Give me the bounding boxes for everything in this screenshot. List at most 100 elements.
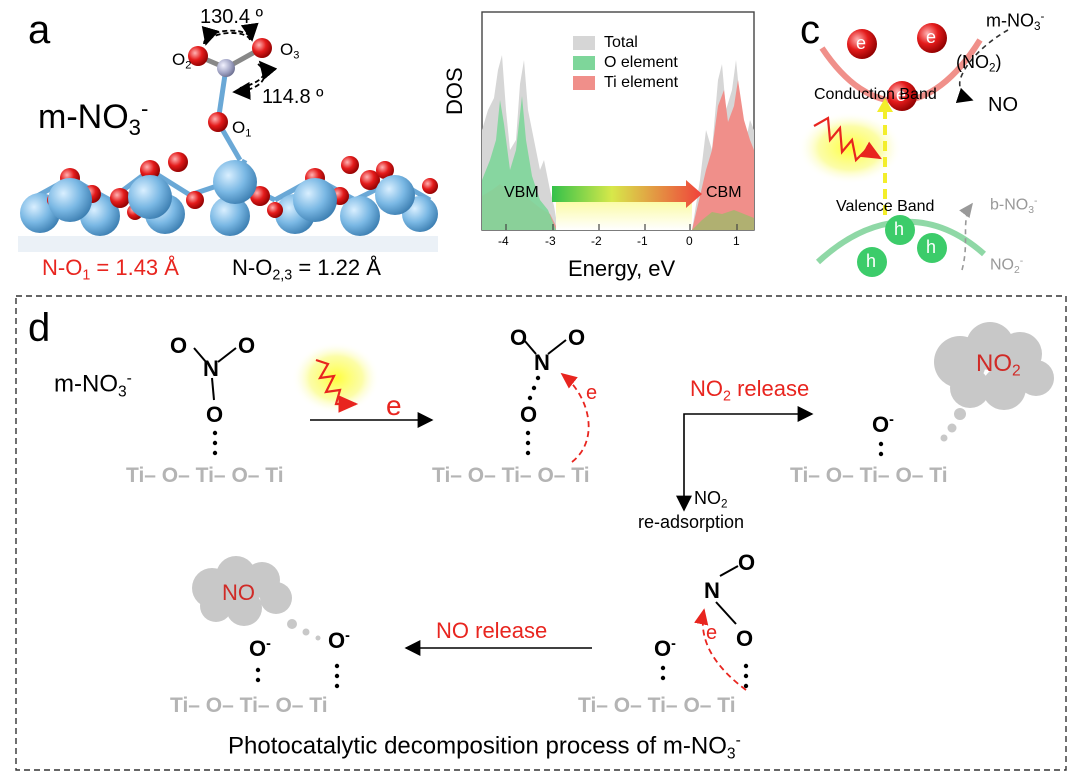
xtick-4: 0 <box>686 234 693 248</box>
dos-o-area-left <box>482 96 556 230</box>
no2-minus-sup: - <box>1019 256 1024 267</box>
electron-path-d2 <box>694 608 747 691</box>
s4-o-sup: - <box>671 636 676 653</box>
s1-o-right: O <box>238 333 256 358</box>
species-main: m-NO <box>38 98 129 137</box>
s2-electron-label: e <box>586 382 598 404</box>
reaction-arrow-2 <box>683 406 814 470</box>
d-species-label: m-NO3- <box>54 370 132 401</box>
s5-o-left-sup: - <box>266 636 271 653</box>
legend-ti: Ti element <box>604 74 679 91</box>
no2-release-post: release <box>730 376 810 401</box>
caption-main: Photocatalytic decomposition process of … <box>228 732 727 760</box>
readsorption-sub: 2 <box>721 497 728 511</box>
hole-2-label: h <box>926 237 937 257</box>
electron-path-d1 <box>560 372 590 463</box>
hole-1 <box>885 215 915 245</box>
electron-1-label: e <box>856 33 867 53</box>
species-sub: 3 <box>128 114 141 140</box>
hole-transfer-arrow <box>959 202 973 271</box>
s4-ti-chain: Ti– O– Ti– O– Ti <box>578 694 736 717</box>
s2-o-right: O <box>568 325 586 350</box>
s4-electron-label: e <box>706 622 718 644</box>
photon-wave <box>813 116 882 163</box>
angle-top-label: 130.4 º <box>200 6 263 28</box>
bond-red-sub: 1 <box>82 267 91 284</box>
readsorption-label-2: re-adsorption <box>638 512 745 532</box>
cbm-label: CBM <box>706 184 742 201</box>
no2-minus-main: NO <box>990 256 1014 274</box>
xtick-3: -1 <box>637 234 648 248</box>
s3-o-main: O <box>872 412 890 437</box>
angle-side-label: 114.8 º <box>262 86 324 108</box>
bond-black-sub: 2,3 <box>272 267 293 284</box>
atom-o3-sub: 3 <box>293 49 300 62</box>
s1-n: N <box>203 356 219 381</box>
xtick-5: 1 <box>733 234 740 248</box>
bond-red-post: = 1.43 Å <box>90 255 179 280</box>
atom-o2-main: O <box>172 50 186 69</box>
vbm-to-cbm-arrow <box>552 180 702 208</box>
no2-release-sub: 2 <box>723 388 731 405</box>
electron-2 <box>917 23 947 53</box>
no-cloud-label: NO <box>222 580 255 605</box>
photon-wave-d <box>315 358 359 413</box>
s3-o-minus: O- <box>872 412 894 438</box>
electron-3-label: e <box>896 85 907 105</box>
d-species-sup: - <box>126 370 132 387</box>
no2-cloud <box>934 322 1054 410</box>
s4-o-minus: O- <box>654 636 676 662</box>
conduction-band-label: Conduction Band <box>814 86 937 103</box>
no-cloud <box>192 556 292 626</box>
s2-o-left: O <box>510 325 528 350</box>
b-no3-label: b-NO3- <box>990 196 1037 216</box>
c-species-sub: 3 <box>1034 19 1041 33</box>
bond-red-pre: N-O <box>42 255 83 280</box>
no2-cloud-main: NO <box>976 350 1012 377</box>
b-no3-sup: - <box>1034 196 1038 207</box>
light-glow <box>798 112 902 184</box>
b-no3-main: b-NO <box>990 196 1029 214</box>
dos-xlabel: Energy, eV <box>568 256 676 281</box>
c-species-sup: - <box>1040 10 1045 23</box>
c-species-top: m-NO3- <box>986 10 1044 33</box>
c-no2-paren: (NO2) <box>956 52 1002 75</box>
panel-d-caption: Photocatalytic decomposition process of … <box>228 732 741 763</box>
hole-3 <box>857 247 887 277</box>
no-release-label: NO release <box>436 618 548 643</box>
electron-1 <box>847 29 877 59</box>
s1-o-bottom: O <box>206 402 224 427</box>
dos-ti-area-right <box>692 80 754 230</box>
no2-minus-label: NO2- <box>990 256 1023 276</box>
s1-electron-label: e <box>386 390 402 421</box>
hole-1-label: h <box>894 219 905 239</box>
bond-black-post: = 1.22 Å <box>292 255 381 280</box>
no2-cloud-label: NO2 <box>976 350 1021 381</box>
band-gap-glow <box>556 202 692 230</box>
s5-o-right-main: O <box>328 628 346 653</box>
hole-2 <box>917 233 947 263</box>
panel-a-label: a <box>28 8 51 52</box>
caption-sub: 3 <box>726 745 736 763</box>
s5-o-left-main: O <box>249 636 267 661</box>
legend-swatch-total <box>573 36 595 50</box>
panel-c-label: c <box>800 8 820 52</box>
vbm-label: VBM <box>504 184 539 201</box>
s4-o-main: O <box>654 636 672 661</box>
species-sup: - <box>140 96 149 121</box>
electron-transfer-arrow <box>955 29 1009 104</box>
b-no3-sub: 3 <box>1028 204 1035 216</box>
atom-o1-sub: 1 <box>245 127 252 140</box>
s4-o-bottom: O <box>736 626 754 651</box>
no2-release-pre: NO <box>690 376 723 401</box>
legend-o: O element <box>604 54 678 71</box>
c-no2-pre: (NO <box>956 52 989 72</box>
s1-o-left: O <box>170 333 188 358</box>
xtick-0: -4 <box>498 234 509 248</box>
atom-o2-label: O2 <box>172 50 191 71</box>
legend-swatch-ti <box>573 76 595 90</box>
d-species-sub: 3 <box>117 383 127 401</box>
s5-o-right-sup: - <box>345 628 350 645</box>
